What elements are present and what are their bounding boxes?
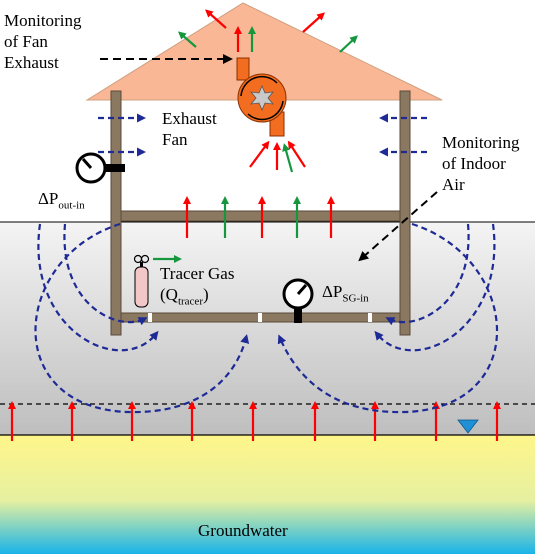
slab-cracks [148, 313, 372, 322]
fan-monitoring-line-3: Exhaust [4, 53, 59, 72]
exhaust-fan-line-1: Exhaust [162, 109, 217, 128]
fan-intake-red-arrows [249, 140, 306, 170]
indoor-monitoring-line-3: Air [442, 175, 465, 194]
pressure-gauge-icon [75, 152, 125, 184]
dp-out-in-symbol: ΔP [38, 189, 59, 208]
dp-sg-in-subscript: SG-in [342, 292, 369, 305]
roof-red-arrows [205, 9, 325, 52]
fan-monitoring-line-1: Monitoring [4, 11, 82, 30]
indoor-monitor-leader [358, 191, 438, 262]
dp-sg-in-symbol: ΔP [322, 282, 343, 301]
soil-gas-flow-lines [34, 222, 499, 414]
fan-monitoring-label: Monitoring of Fan Exhaust [4, 10, 81, 73]
indoor-monitoring-label: Monitoring of Indoor Air [442, 132, 519, 195]
tracer-q-open: (Q [160, 285, 178, 304]
sub-slab-gauge-icon [282, 278, 314, 323]
floor-red-arrows [183, 196, 335, 238]
dp-out-in-label: ΔPout-in [38, 188, 85, 216]
tracer-flow-label: (Qtracer) [160, 284, 234, 312]
roof-green-arrows [177, 26, 358, 53]
groundwater-zone [0, 435, 535, 554]
floor-green-arrows [221, 196, 301, 238]
fan-monitoring-line-2: of Fan [4, 32, 48, 51]
indoor-monitoring-line-1: Monitoring [442, 133, 520, 152]
soil-layer [0, 222, 535, 440]
fan-intake-green-arrow [282, 143, 294, 173]
water-table-icon [457, 419, 479, 434]
dp-sg-in-label: ΔPSG-in [322, 281, 369, 309]
tracer-gas-label: Tracer Gas (Qtracer) [160, 263, 234, 312]
tracer-q-close: ) [202, 285, 209, 304]
indoor-monitoring-line-2: of Indoor [442, 154, 506, 173]
tracer-q-subscript: tracer [177, 295, 203, 308]
exhaust-fan-line-2: Fan [162, 130, 188, 149]
gas-cylinder-icon [133, 254, 150, 308]
exhaust-fan-label: Exhaust Fan [162, 108, 217, 150]
dp-out-in-subscript: out-in [58, 199, 85, 212]
fan-icon [236, 57, 287, 137]
wall-infiltration-arrows [98, 113, 427, 157]
groundwater-label: Groundwater [198, 521, 288, 540]
tracer-gas-line-1: Tracer Gas [160, 264, 235, 283]
